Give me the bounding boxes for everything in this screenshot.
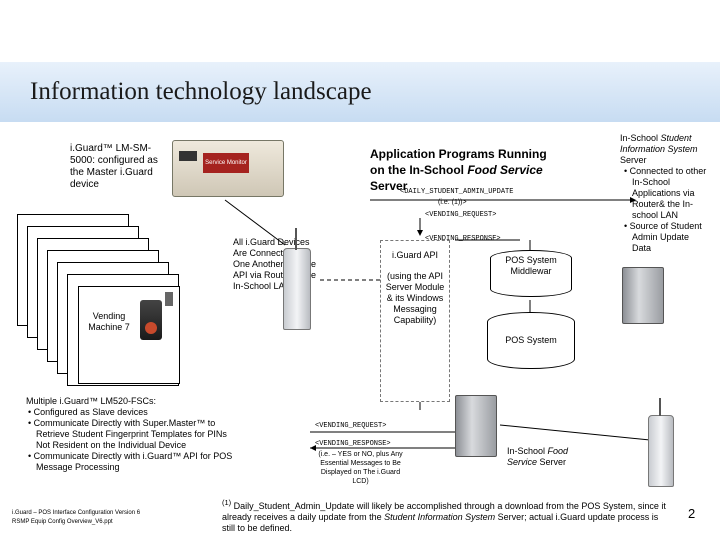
terminal-stand-icon bbox=[165, 292, 173, 306]
slave-fscs-bullet-2: Communicate Directly with Super.Master™ … bbox=[34, 418, 236, 451]
pos-middleware-cylinder: POS System Middlewar bbox=[490, 250, 572, 297]
slave-fscs-title: Multiple i.Guard™ LM520-FSCs: bbox=[26, 396, 157, 406]
msg-vending-request-top: <VENDING_REQUEST> bbox=[425, 211, 497, 219]
master-device-panel bbox=[179, 151, 197, 161]
source-line-2: RSMP Equip Config Overview_V6.ppt bbox=[12, 519, 113, 525]
sis-server-text: In-School Student Information System Ser… bbox=[620, 133, 710, 254]
page-number: 2 bbox=[688, 506, 696, 521]
food-server-label: In-School Food Service Server bbox=[507, 446, 577, 468]
sis-title-b: Student Information System bbox=[620, 133, 698, 154]
arrowhead-vending-request-top bbox=[417, 230, 423, 236]
title-bar bbox=[0, 62, 720, 122]
slave-fscs-bullet-1: Configured as Slave devices bbox=[34, 407, 236, 418]
pos-middleware-label: POS System Middlewar bbox=[505, 255, 557, 276]
slave-fscs-bullet-3: Communicate Directly with i.Guard™ API f… bbox=[34, 451, 236, 473]
app-programs-line2a: on the In-School bbox=[370, 163, 468, 177]
sis-title-c: Server bbox=[620, 155, 647, 165]
wireless-router-right-icon bbox=[648, 415, 674, 487]
pos-system-label: POS System bbox=[505, 335, 557, 345]
app-programs-heading: Application Programs Running on the In-S… bbox=[370, 146, 605, 194]
food-server-icon bbox=[455, 395, 497, 457]
vending-machine-label: Vending Machine 7 bbox=[88, 311, 130, 332]
arrowhead-vending-response-bottom bbox=[310, 445, 316, 451]
all-devices-note: All i.Guard Devices Are Connected to One… bbox=[233, 237, 317, 291]
page-title: Information technology landscape bbox=[30, 78, 372, 105]
footnote-text-b: Student Information System bbox=[384, 512, 496, 522]
iguard-api-title: i.Guard API bbox=[391, 250, 439, 260]
router-antenna-icon bbox=[295, 228, 297, 250]
router-right-antenna-icon bbox=[659, 398, 661, 416]
food-server-label-b: Food Service bbox=[507, 446, 569, 467]
footnote-text-c: Server; actual i.Guard update process is… bbox=[222, 512, 659, 533]
source-line-1: i.Guard – POS Interface Configuration Ve… bbox=[12, 510, 141, 516]
msg-vending-response-bottom: <VENDING_RESPONSE> bbox=[315, 440, 391, 448]
sis-title-a: In-School bbox=[620, 133, 661, 143]
sis-server-icon bbox=[622, 267, 664, 324]
link-master-router bbox=[224, 199, 286, 246]
vending-card-7: Vending Machine 7 bbox=[78, 286, 180, 384]
food-server-label-c: Server bbox=[537, 457, 567, 467]
msg-vending-response-top: <VENDING_RESPONSE> bbox=[425, 235, 501, 243]
fingerprint-terminal-icon bbox=[140, 300, 162, 340]
link-food-router bbox=[499, 424, 651, 441]
footnote-marker: (1) bbox=[222, 498, 232, 507]
footnote-text-a: Daily_Student_Admin_Update will likely b… bbox=[222, 501, 666, 522]
master-device-icon: Service Monitor bbox=[172, 140, 284, 197]
msg-daily-update-sub: (i.e. (1))> bbox=[438, 199, 467, 206]
master-device-label: i.Guard™ LM-SM-5000: configured as the M… bbox=[70, 143, 158, 190]
msg-vending-response-detail: (i.e. – YES or NO, plus Any Essential Me… bbox=[318, 451, 403, 485]
app-programs-line2b: Food Service bbox=[467, 163, 543, 177]
iguard-api-detail: (using the API Server Module & its Windo… bbox=[385, 271, 445, 325]
fingerprint-sensor-icon bbox=[145, 322, 157, 334]
app-programs-line1: Application Programs Running bbox=[370, 147, 547, 161]
msg-vending-request-bottom: <VENDING_REQUEST> bbox=[315, 422, 387, 430]
footnote: (1) Daily_Student_Admin_Update will like… bbox=[222, 497, 672, 534]
iguard-api-box: i.Guard API (using the API Server Module… bbox=[380, 240, 450, 402]
pos-system-cylinder: POS System bbox=[487, 312, 575, 369]
wireless-router-icon bbox=[283, 248, 311, 330]
master-device-screen: Service Monitor bbox=[203, 153, 249, 173]
source-text: i.Guard – POS Interface Configuration Ve… bbox=[12, 509, 140, 527]
sis-bullet-2: Source of Student Admin Update Data bbox=[630, 221, 710, 254]
slave-fscs-text: Multiple i.Guard™ LM520-FSCs: Configured… bbox=[26, 396, 236, 473]
msg-daily-update: <DAILY_STUDENT_ADMIN_UPDATE bbox=[400, 188, 514, 196]
app-programs-line3: Server bbox=[370, 179, 408, 193]
sis-bullet-1: Connected to other In-School Application… bbox=[630, 166, 710, 221]
food-server-label-a: In-School bbox=[507, 446, 548, 456]
